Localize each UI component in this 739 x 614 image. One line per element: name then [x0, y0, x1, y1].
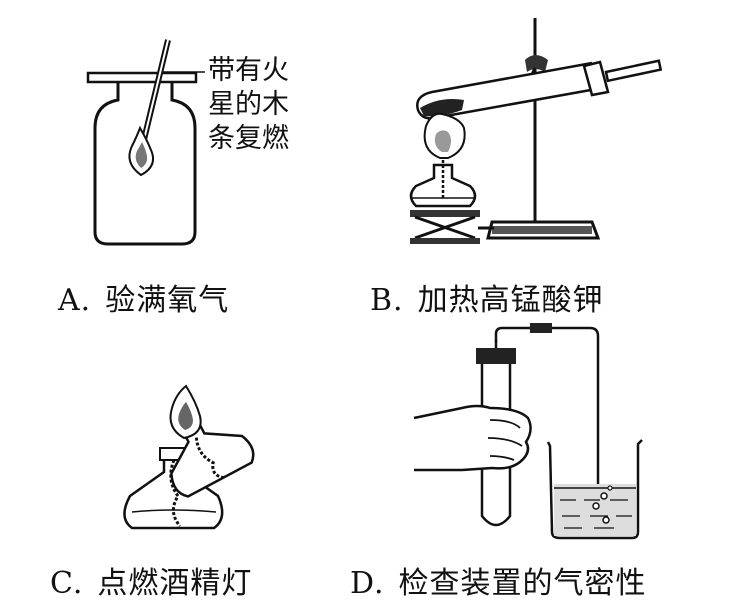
air-bubble	[600, 492, 608, 500]
alcohol-lamp-tilted	[170, 421, 255, 498]
gas-collection-bottle	[93, 82, 197, 246]
caption-text-d: 检查装置的气密性	[398, 566, 647, 601]
lighting-lamp-illustration	[123, 384, 255, 530]
airtightness-illustration	[413, 323, 643, 540]
caption-text-b: 加热高锰酸钾	[417, 283, 604, 318]
caption-letter-c: C.	[50, 566, 84, 601]
caption-letter-a: A.	[58, 283, 92, 318]
hand	[413, 404, 532, 472]
beaker-water	[554, 484, 636, 536]
caption-letter-d: D.	[350, 566, 385, 601]
panel-d: D. 检查装置的气密性	[350, 320, 739, 614]
annotation-line-3: 条复燃	[208, 123, 289, 154]
caption-text-a: 验满氧气	[105, 283, 230, 318]
panel-c: C. 点燃酒精灯	[0, 320, 370, 614]
delivery-tube	[604, 59, 663, 83]
caption-d: D. 检查装置的气密性	[350, 558, 647, 602]
annotation-line-1: 带有火	[208, 55, 289, 86]
panel-b: B. 加热高锰酸钾	[370, 0, 739, 318]
caption-text-c: 点燃酒精灯	[97, 566, 253, 601]
glass-plate	[86, 71, 198, 84]
stopper	[582, 60, 610, 97]
caption-a: A. 验满氧气	[58, 275, 229, 319]
rubber-stopper	[476, 348, 516, 364]
panel-a: 带有火 星的木 条复燃 A. 验满氧气	[0, 0, 370, 318]
caption-c: C. 点燃酒精灯	[50, 558, 252, 602]
beaker	[546, 439, 643, 540]
caption-b: B. 加热高锰酸钾	[370, 275, 604, 319]
splint-annotation: 带有火 星的木 条复燃	[208, 54, 318, 156]
lab-jack	[410, 210, 480, 217]
kmno4-powder	[420, 99, 464, 117]
heating-kmno4-illustration	[409, 18, 663, 244]
oxygen-test-illustration	[86, 39, 205, 246]
caption-letter-b: B.	[370, 283, 404, 318]
clamp	[525, 55, 548, 72]
annotation-line-2: 星的木	[208, 89, 289, 120]
